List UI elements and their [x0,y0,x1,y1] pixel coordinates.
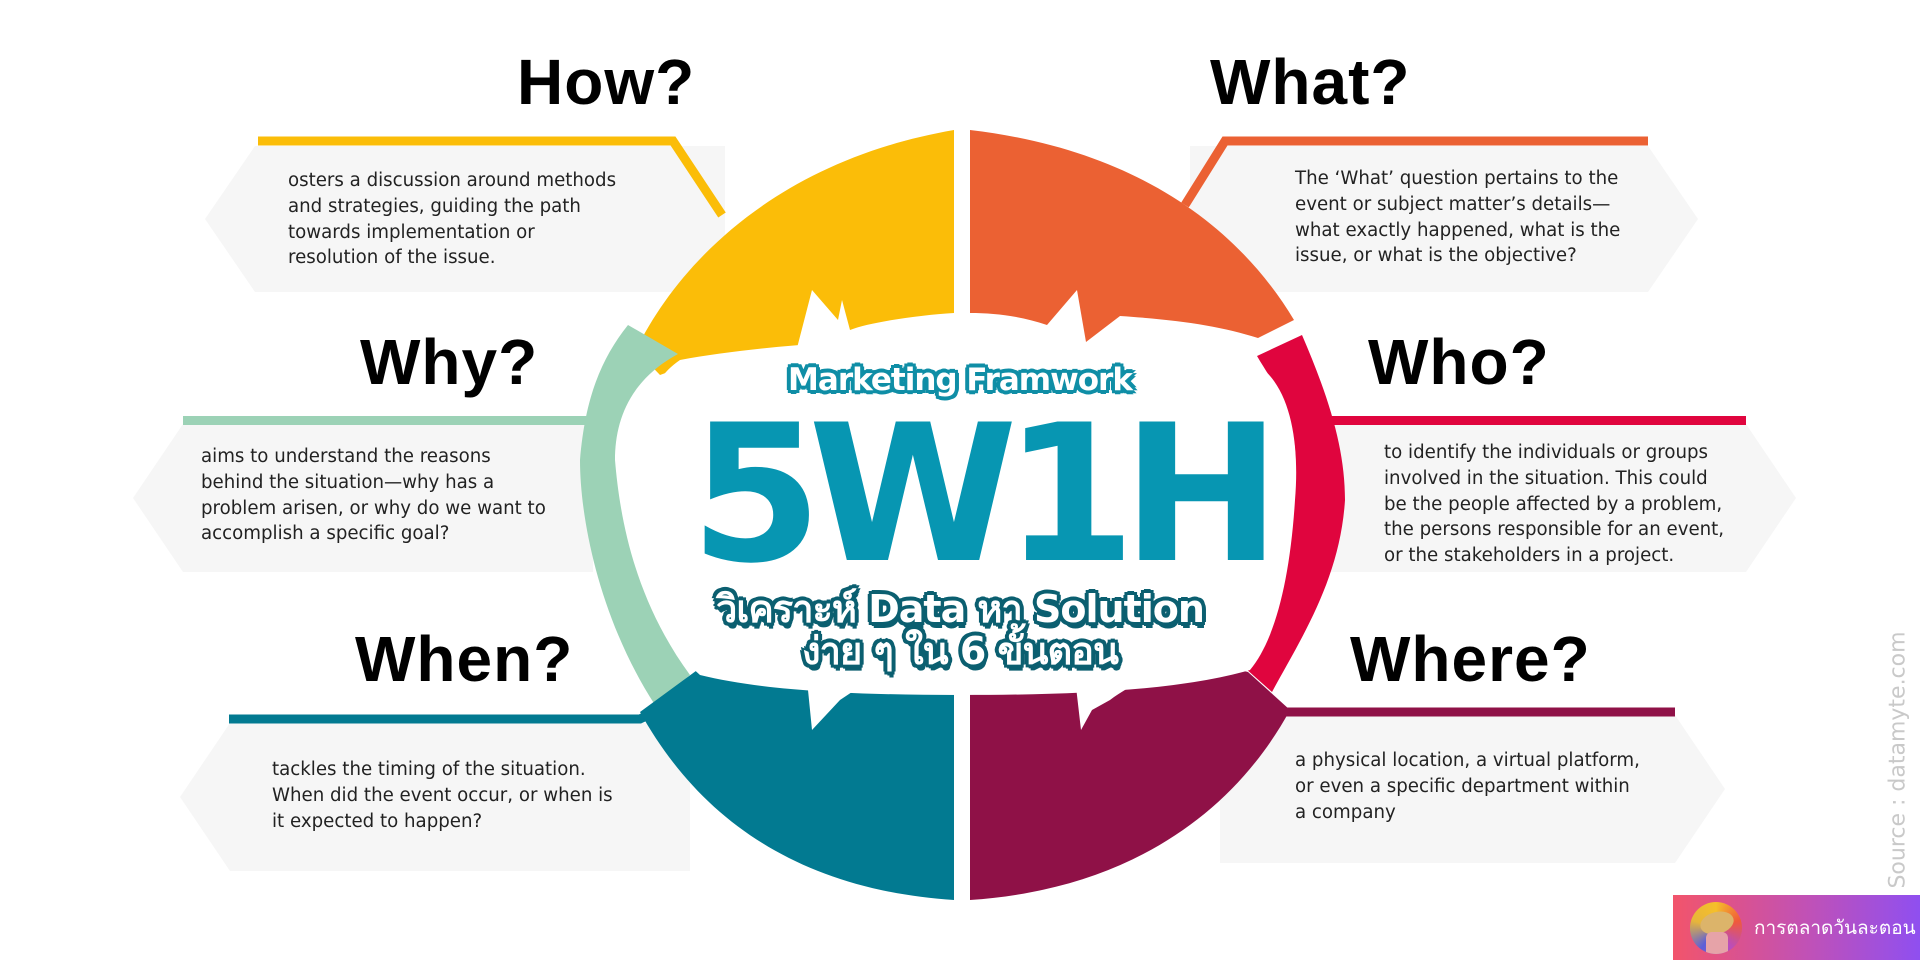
who-heading: Who? [1368,326,1550,398]
framework-subtitle: Marketing Framwork [788,362,1133,398]
body-shape [1706,931,1728,954]
thai-line-1: วิเคราะห์ Data หา Solution [716,587,1205,631]
why-segment [580,325,690,705]
when-panel [180,723,690,871]
center-badge-shape [637,338,1297,695]
who-connector [1330,416,1746,425]
what-segment [970,130,1294,342]
avatar-hat-person-icon [1690,901,1742,954]
when-heading: When? [355,623,574,695]
brand-label: การตลาดวันละตอน [1754,916,1916,939]
where-panel [1220,715,1725,863]
when-segment [640,660,954,900]
who-segment [1245,335,1345,692]
what-panel [1190,146,1698,292]
what-description: The ‘What’ question pertains to the even… [1295,168,1621,267]
where-heading: Where? [1350,623,1591,695]
why-connector [183,416,593,425]
when-description: tackles the timing of the situation. Whe… [272,759,613,832]
what-heading: What? [1210,46,1411,118]
where-description: a physical location, a virtual platform,… [1295,750,1640,823]
how-description: osters a discussion around methods and s… [288,170,617,269]
how-segment [636,130,954,375]
thai-line-2: ง่าย ๆ ใน 6 ขั้นตอน [802,629,1119,673]
who-panel [1330,424,1796,572]
source-credit: Source : datamyte.com [1885,631,1911,889]
why-heading: Why? [360,326,539,398]
framework-thai-caption: วิเคราะห์ Data หา Solution ง่าย ๆ ใน 6 ข… [690,588,1230,672]
framework-title: 5W1H [690,384,1281,605]
where-segment [970,667,1290,900]
who-description: to identify the individuals or groups in… [1384,442,1725,567]
why-description: aims to understand the reasons behind th… [201,446,546,545]
why-panel [133,424,593,572]
how-panel [205,146,725,292]
how-heading: How? [517,46,696,118]
brand-badge[interactable]: การตลาดวันละตอน [1673,895,1920,960]
